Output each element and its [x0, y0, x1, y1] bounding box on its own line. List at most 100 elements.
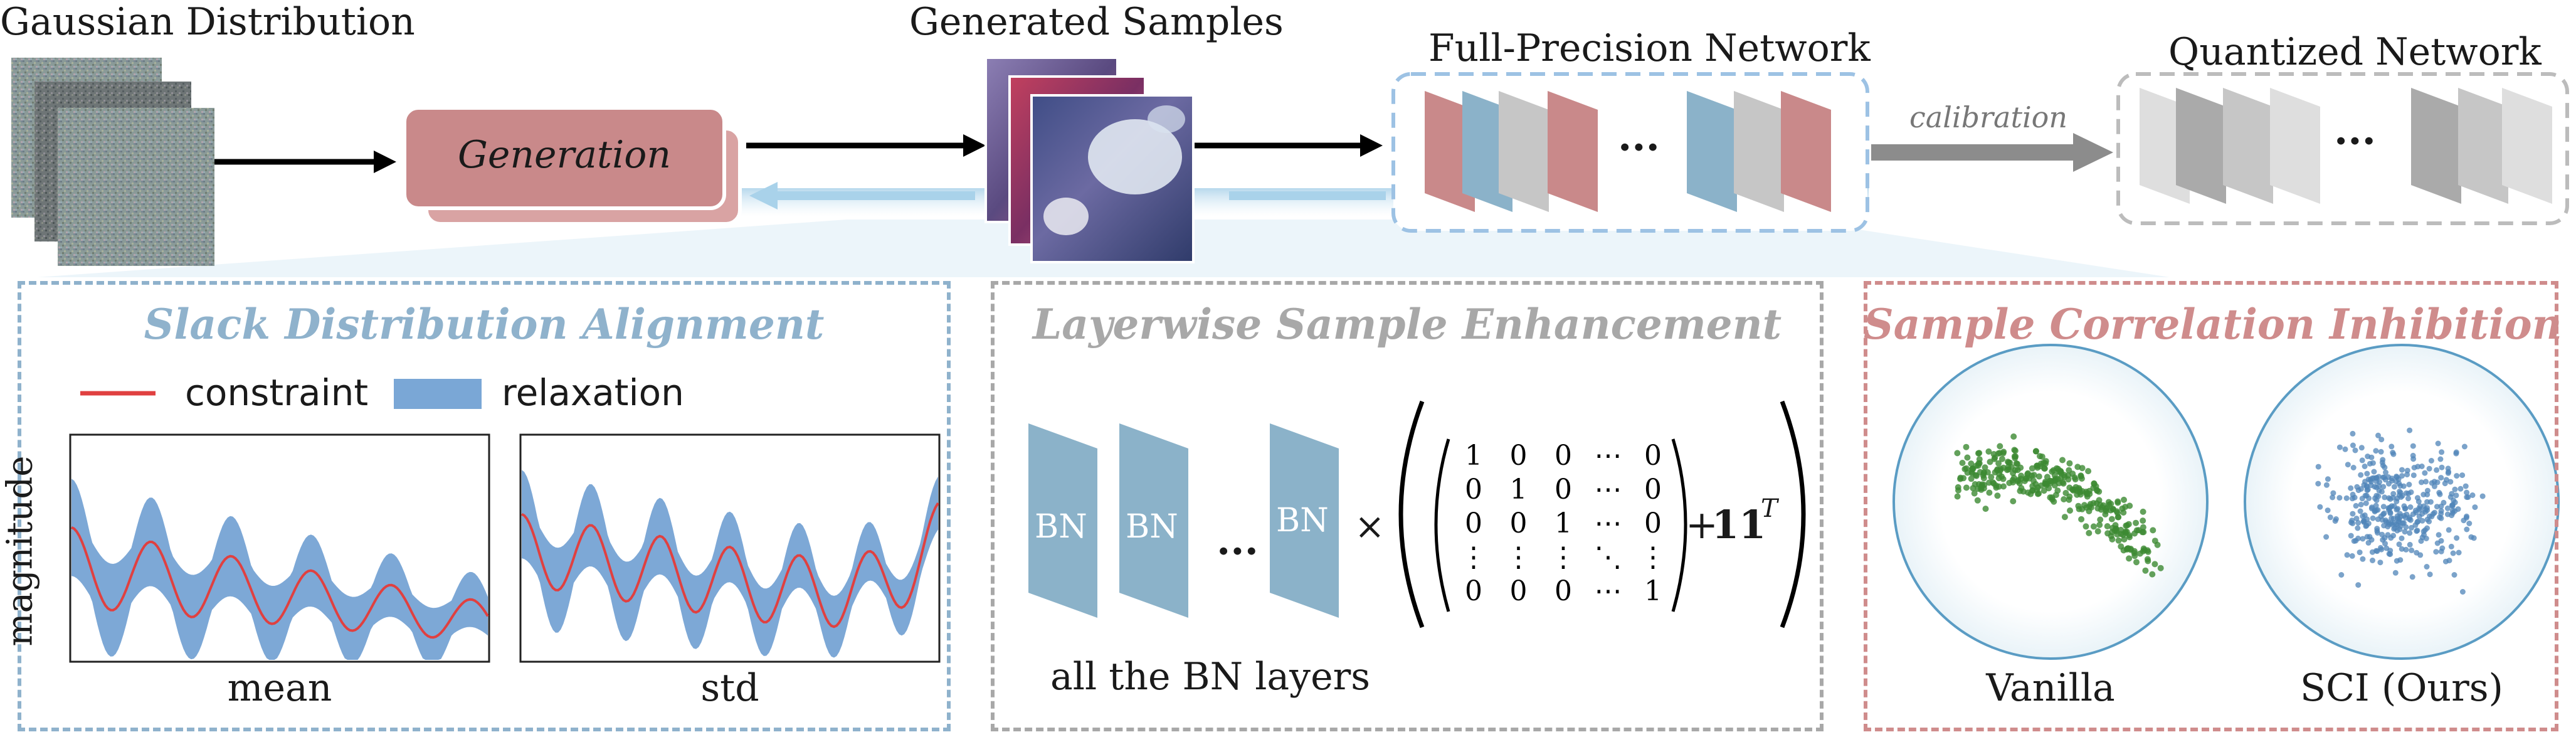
- vanilla-point: [1995, 483, 2002, 490]
- calibration-arrow: [1871, 144, 2078, 161]
- calibration-label: calibration: [1909, 100, 2067, 134]
- sci-point: [2342, 446, 2348, 452]
- sci-point: [2419, 479, 2424, 485]
- sci-point: [2375, 493, 2382, 499]
- vanilla-point: [2066, 496, 2072, 503]
- sci-point: [2405, 496, 2411, 502]
- vanilla-point: [1991, 455, 1998, 462]
- sci-point: [2420, 492, 2427, 497]
- sci-point: [2358, 472, 2364, 478]
- vanilla-point: [2005, 459, 2012, 466]
- sci-point: [2351, 538, 2357, 544]
- sci-point: [2463, 483, 2469, 489]
- sci-point: [2445, 470, 2451, 476]
- sci-point: [2348, 533, 2354, 539]
- sci-point: [2378, 489, 2385, 495]
- sci-point: [2439, 464, 2445, 470]
- sci-point: [2355, 520, 2362, 526]
- sci-point: [2363, 500, 2369, 506]
- vanilla-point: [2011, 447, 2018, 453]
- sci-point: [2348, 519, 2354, 526]
- vanilla-point: [1997, 443, 2003, 450]
- vanilla-point: [2009, 477, 2016, 484]
- vanilla-point: [2149, 571, 2156, 578]
- vanilla-point: [1982, 506, 1989, 512]
- vanilla-point: [1971, 490, 1978, 497]
- vanilla-point: [1990, 451, 1997, 457]
- sci-point: [2423, 536, 2429, 541]
- sci-point: [2434, 504, 2440, 510]
- sci-point: [2406, 482, 2412, 487]
- sci-point: [2390, 451, 2397, 457]
- sci-point: [2353, 516, 2360, 522]
- matrix-cell: 1: [1465, 440, 1482, 472]
- vanilla-point: [2142, 567, 2149, 574]
- std-relaxation-band: [522, 470, 938, 658]
- sci-point: [2463, 514, 2469, 521]
- vanilla-point: [1998, 455, 2005, 462]
- vanilla-point: [2039, 453, 2045, 460]
- sci-point: [2469, 492, 2476, 498]
- vanilla-point: [1959, 460, 1966, 466]
- sci-point: [2352, 494, 2358, 501]
- sci-point: [2434, 540, 2441, 546]
- sci-panel: [1864, 281, 2558, 731]
- vanilla-point: [2131, 548, 2138, 554]
- sci-point: [2397, 489, 2402, 494]
- sci-point: [2364, 516, 2370, 522]
- sci-point: [2357, 508, 2363, 514]
- sci-point: [2435, 440, 2441, 447]
- sci-point: [2380, 457, 2386, 463]
- std-constraint-curve: [521, 502, 939, 628]
- sci-point: [2437, 456, 2444, 462]
- sci-point: [2377, 559, 2383, 566]
- vanilla-point: [2086, 529, 2093, 536]
- sci-point: [2464, 489, 2470, 496]
- sci-point: [2394, 521, 2399, 528]
- sci-point: [2315, 480, 2321, 487]
- sci-point: [2323, 534, 2330, 540]
- sci-point: [2414, 519, 2420, 525]
- generated-sample-images: [984, 56, 1195, 263]
- vanilla-point: [2000, 450, 2007, 457]
- bn-layers: [1028, 423, 1339, 618]
- sci-point: [2407, 530, 2413, 536]
- vanilla-point: [2069, 486, 2076, 493]
- sci-point: [2400, 483, 2407, 489]
- sci-point: [2420, 503, 2427, 509]
- vanilla-point: [2030, 472, 2037, 479]
- sci-point: [2417, 552, 2424, 558]
- bn-ellipsis: ···: [1217, 528, 1259, 575]
- sci-point: [2383, 469, 2389, 475]
- sci-point: [2396, 541, 2402, 548]
- sci-point: [2418, 538, 2424, 544]
- vanilla-point: [2096, 521, 2103, 528]
- matrix-cell: ⋯: [1594, 507, 1622, 539]
- sci-point: [2422, 470, 2428, 476]
- outer-paren-right: [1780, 400, 1806, 628]
- vanilla-point: [2140, 524, 2146, 531]
- sci-point: [2472, 504, 2478, 511]
- sci-point: [2454, 535, 2460, 541]
- vanilla-point: [2051, 498, 2057, 505]
- vanilla-point: [2059, 479, 2066, 485]
- sci-point: [2350, 442, 2356, 448]
- sci-point: [2404, 472, 2410, 478]
- vanilla-point: [1982, 464, 1988, 471]
- sci-point: [2408, 489, 2414, 496]
- vanilla-point: [1968, 475, 1975, 482]
- matrix-cell: 0: [1644, 474, 1662, 506]
- sci-point: [2370, 515, 2376, 521]
- sci-point: [2358, 501, 2364, 507]
- sci-point: [2345, 462, 2351, 468]
- vanilla-point: [1990, 480, 1997, 487]
- sci-point: [2389, 443, 2395, 450]
- sci-point: [2429, 480, 2435, 486]
- sci-point: [2409, 524, 2414, 531]
- vanilla-point: [2108, 516, 2115, 522]
- vanilla-point: [1994, 492, 2001, 499]
- vanilla-point: [1963, 484, 1970, 491]
- sci-point: [2360, 556, 2366, 562]
